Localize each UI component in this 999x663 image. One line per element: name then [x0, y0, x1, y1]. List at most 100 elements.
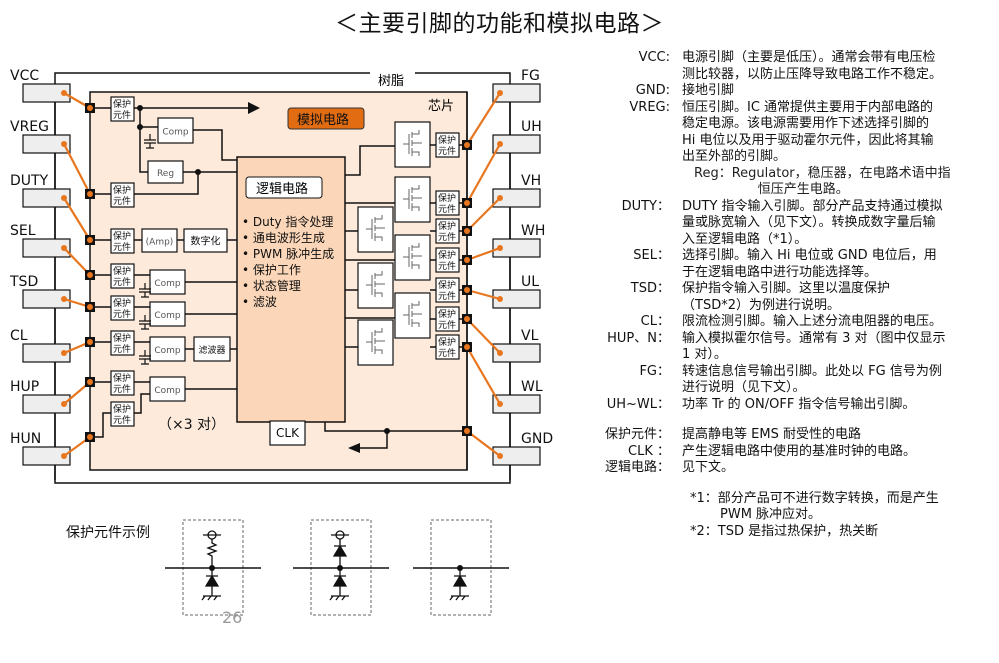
- pin-tsd: [22, 289, 71, 309]
- analog-circuit-label: 模拟电路: [297, 112, 349, 128]
- bond-point: [61, 453, 67, 459]
- pin-description-key: FG：: [639, 363, 670, 379]
- protection-element: [435, 277, 460, 303]
- pin-description: VCC: 电源引脚（主要是低压）。通常会带有电压检测比较器，以防止压降导致电路工作…: [582, 50, 999, 83]
- bond-point: [464, 428, 470, 434]
- wire: [95, 412, 111, 438]
- term-definition: CLK ：产生逻辑电路中使用的基准时钟的电路。: [582, 444, 999, 461]
- protection-label: 元件: [113, 414, 131, 426]
- pin-description: VREG:恒压引脚。IC 通常提供主要用于内部电路的稳定电源。该电源需要用作下述…: [582, 100, 999, 166]
- protection-label: 保护: [113, 230, 131, 242]
- term-definition-text: 见下文。: [682, 460, 735, 475]
- logic-item: • Duty 指令处理: [242, 214, 333, 229]
- wire: [324, 422, 462, 432]
- pin-vl: [492, 343, 541, 363]
- protection-element: [435, 190, 460, 216]
- bond-wire: [63, 143, 91, 195]
- reg-note-text: Regulator，稳压器，在电路术语中指 恒压产生电路。: [731, 165, 951, 198]
- protection-element: [435, 218, 460, 244]
- bond-point: [464, 228, 470, 234]
- protection-element: [110, 182, 135, 208]
- footnote-line: *2：TSD 是指过热保护，热关断: [690, 523, 879, 539]
- protection-label: 保护: [438, 336, 456, 348]
- pin-description-text: 选择引脚。输入 Hi 电位或 GND 电位后，用于在逻辑电路中进行功能选择等。: [682, 248, 937, 280]
- term-definition: 逻辑电路：见下文。: [582, 460, 999, 477]
- bond-point: [87, 237, 93, 243]
- clk-block: [269, 420, 306, 446]
- junction-dot: [137, 105, 143, 111]
- protection-label: 保护: [113, 265, 131, 277]
- pin-wh: [492, 238, 541, 258]
- comp-sel: [149, 269, 186, 295]
- pin-description-key: VCC:: [638, 50, 670, 65]
- protection-element: [110, 228, 135, 254]
- diode-to-ground-icon: [329, 568, 349, 601]
- protection-label: 元件: [438, 347, 456, 359]
- pin-hup: [22, 394, 71, 414]
- logic-item: • PWM 脉冲生成: [242, 246, 334, 261]
- pin-label-uh: UH: [521, 119, 542, 135]
- pin-description-text: 限流检测引脚。输入上述分流电阻器的电压。: [682, 314, 943, 329]
- pin-description-text: 电源引脚（主要是低压）。通常会带有电压检测比较器，以防止压降导致电路工作不稳定。: [682, 50, 943, 82]
- protection-label: 保护: [113, 372, 131, 384]
- pairs-note: （×3 对）: [158, 417, 225, 433]
- reg-note: Reg：Regulator，稳压器，在电路术语中指 恒压产生电路。: [582, 166, 999, 199]
- bond-point: [61, 296, 67, 302]
- term-definition-text: 产生逻辑电路中使用的基准时钟的电路。: [682, 443, 917, 459]
- page-number: 26: [222, 608, 243, 627]
- bond-point: [61, 195, 67, 201]
- protection-label: 保护: [113, 98, 131, 110]
- logic-item: • 通电波形生成: [242, 231, 325, 245]
- bond-point: [497, 350, 503, 356]
- footnote-line: PWM 脉冲应对。: [720, 507, 822, 522]
- transistor-icon: [403, 243, 422, 269]
- resin-label: 树脂: [378, 74, 404, 89]
- bond-point: [497, 453, 503, 459]
- footnote-line: *1：部分产品可不进行数字转换，而是产生: [690, 490, 939, 506]
- protection-element: [435, 306, 460, 332]
- wire: [193, 129, 237, 161]
- amp-block-label: (Amp): [146, 238, 174, 248]
- pin-fg: [492, 83, 541, 103]
- protection-label: 元件: [438, 260, 456, 272]
- wire: [134, 393, 150, 414]
- bond-point: [61, 245, 67, 251]
- bond-point: [497, 90, 503, 96]
- reg-block-label: Reg: [157, 169, 174, 179]
- reg-block: [147, 160, 184, 184]
- bond-point: [87, 304, 93, 310]
- protection-label: 保护: [438, 220, 456, 232]
- pin-label-duty: DUTY: [10, 173, 49, 189]
- wire: [345, 145, 395, 176]
- arrow-icon: [248, 102, 260, 114]
- pin-description-text: 保护指令输入引脚。这里以温度保护（TSD*2）为例进行说明。: [682, 281, 891, 313]
- bond-point: [497, 195, 503, 201]
- resistor-icon: [203, 534, 221, 566]
- junction-dot: [137, 124, 143, 130]
- pin-uh: [492, 134, 541, 154]
- pin-description-text: 功率 Tr 的 ON/OFF 指令信号输出引脚。: [682, 396, 916, 412]
- bond-point: [61, 401, 67, 407]
- protection-label: 保护: [113, 332, 131, 344]
- transistor-icon: [366, 215, 385, 241]
- pin-description-key: DUTY：: [621, 198, 670, 214]
- bond-point: [497, 296, 503, 302]
- pin-description-text: 接地引脚: [682, 83, 735, 98]
- pin-description-key: CL：: [640, 314, 670, 329]
- pin-label-fg: FG: [521, 68, 540, 84]
- pin-label-hun: HUN: [10, 431, 41, 447]
- bond-wire: [466, 197, 501, 232]
- logic-item: • 滤波: [242, 295, 277, 309]
- pin-duty: [22, 188, 71, 208]
- pin-sel: [22, 238, 71, 258]
- digitize-block-label: 数字化: [191, 235, 221, 248]
- protection-element: [110, 330, 135, 356]
- bond-point: [87, 272, 93, 278]
- footnote: *2：TSD 是指过热保护，热关断: [582, 524, 999, 541]
- bond-point: [464, 200, 470, 206]
- bond-point: [497, 245, 503, 251]
- pin-label-vreg: VREG: [10, 119, 49, 135]
- diode-to-ground-icon: [449, 568, 469, 601]
- protection-label: 保护: [113, 297, 131, 309]
